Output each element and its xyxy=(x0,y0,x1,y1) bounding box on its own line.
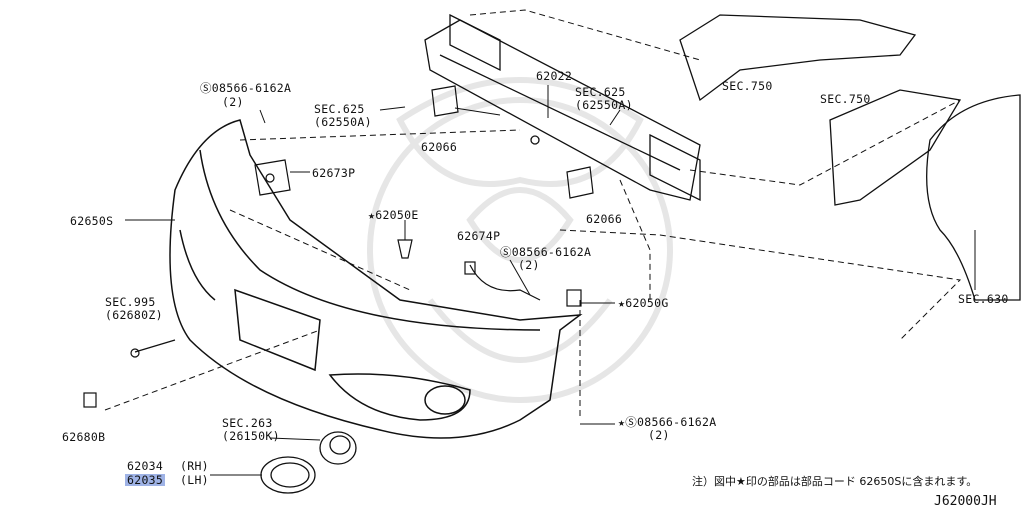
part-label-62673P[interactable]: 62673P xyxy=(312,166,356,180)
part-label-bolt-c[interactable]: ★Ⓢ08566-6162A xyxy=(618,415,717,429)
part-label-62034[interactable]: 62034 xyxy=(127,459,164,473)
part-label-62680B[interactable]: 62680B xyxy=(62,430,106,444)
retainer-clip xyxy=(83,392,97,408)
sensor-cable xyxy=(130,339,176,358)
fog-lamp xyxy=(319,431,357,465)
bumper-fascia xyxy=(169,119,583,439)
sec-label-263[interactable]: SEC.263 xyxy=(222,416,273,430)
front-apron xyxy=(679,14,962,206)
clip xyxy=(397,239,413,259)
sec-label-995[interactable]: SEC.995 xyxy=(105,295,156,309)
part-label-62035-side: (LH) xyxy=(180,473,209,487)
sec-label-625-a-sub: (62550A) xyxy=(314,115,372,129)
sec-label-750-a[interactable]: SEC.750 xyxy=(722,79,773,93)
sec-label-750-b[interactable]: SEC.750 xyxy=(820,92,871,106)
sec-label-263-sub: (26150K) xyxy=(222,429,280,443)
leader-lines xyxy=(125,85,976,476)
sec-label-630[interactable]: SEC.630 xyxy=(958,292,1009,306)
sec-label-625-b-sub: (62550A) xyxy=(575,98,633,112)
sec-label-625-a[interactable]: SEC.625 xyxy=(314,102,365,116)
bumper-bracket xyxy=(254,159,291,196)
part-label-bolt-c-qty: (2) xyxy=(648,428,670,442)
diagram-code: J62000JH xyxy=(934,494,997,509)
part-label-bolt-a[interactable]: Ⓢ08566-6162A xyxy=(200,81,292,95)
part-label-62022[interactable]: 62022 xyxy=(536,69,573,83)
energy-absorber-a xyxy=(431,85,594,199)
part-label-62035-highlighted[interactable]: 62035 xyxy=(125,473,166,487)
footnote: 注）図中★印の部品は部品コード 62650Sに含まれます。 xyxy=(692,475,978,488)
part-label-62050G[interactable]: ★62050G xyxy=(618,296,669,310)
part-label-62674P[interactable]: 62674P xyxy=(457,229,501,243)
part-label-62066-a[interactable]: 62066 xyxy=(421,140,458,154)
grommet xyxy=(566,289,582,307)
bumper-reinforcement xyxy=(424,13,701,202)
sec-label-625-b[interactable]: SEC.625 xyxy=(575,85,626,99)
front-fender xyxy=(926,94,1021,301)
part-label-bolt-b-qty: (2) xyxy=(518,258,540,272)
part-label-62066-b[interactable]: 62066 xyxy=(586,212,623,226)
part-label-bolt-a-qty: (2) xyxy=(222,95,244,109)
part-label-62650S[interactable]: 62650S xyxy=(70,214,114,228)
watermark-emblem xyxy=(367,77,673,403)
part-label-bolt-b[interactable]: Ⓢ08566-6162A xyxy=(500,245,592,259)
part-label-62050E[interactable]: ★62050E xyxy=(368,208,419,222)
wiring-harness xyxy=(464,261,541,301)
sec-label-995-sub: (62680Z) xyxy=(105,308,163,322)
dashed-leaders xyxy=(104,9,962,420)
part-label-62034-side: (RH) xyxy=(180,459,209,473)
fog-lamp-bezel xyxy=(260,456,316,494)
